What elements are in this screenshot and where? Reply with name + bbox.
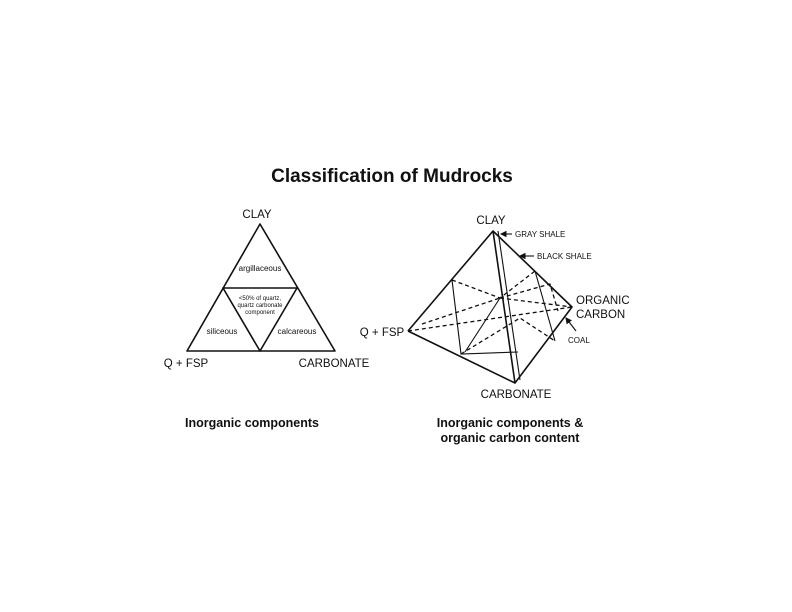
field-center-line-2: quartz carbonate xyxy=(237,303,283,309)
ternary-caption: Inorganic components xyxy=(185,416,319,430)
shale-hidden-lower xyxy=(460,317,556,355)
edge-hidden-qfsp-organic xyxy=(407,306,573,332)
label-gray-shale: GRAY SHALE xyxy=(515,230,565,239)
shale-hidden-right xyxy=(499,283,559,312)
figure-title: Classification of Mudrocks xyxy=(271,166,513,187)
tetra-apex-carbonate: CARBONATE xyxy=(481,389,552,401)
field-calcareous: calcareous xyxy=(278,327,317,336)
tetra-apex-clay: CLAY xyxy=(476,215,506,227)
field-siliceous: siliceous xyxy=(207,327,238,336)
coal-arrow xyxy=(565,317,577,332)
label-coal: COAL xyxy=(568,336,590,345)
tetra-apex-organic-line-2: CARBON xyxy=(576,309,625,321)
tetra-apex-qfsp: Q + FSP xyxy=(360,327,405,339)
ternary-apex-clay: CLAY xyxy=(242,209,272,221)
shale-hidden-top xyxy=(451,270,536,299)
tetra-caption-line-1: Inorganic components & xyxy=(437,416,584,430)
ternary-apex-qfsp: Q + FSP xyxy=(164,358,209,370)
edge-clay-carbonate xyxy=(492,230,516,384)
tetrahedron-diagram: CLAY Q + FSP CARBONATE ORGANIC CARBON GR… xyxy=(360,215,630,445)
field-argillaceous: argillaceous xyxy=(239,264,282,273)
label-black-shale: BLACK SHALE xyxy=(537,252,592,261)
shale-hidden-organic xyxy=(499,297,573,308)
ternary-diagram: CLAY Q + FSP CARBONATE argillaceous <50%… xyxy=(164,209,370,430)
field-center-line-3: component xyxy=(245,310,275,316)
field-center-line-1: <50% of quartz, xyxy=(239,296,282,302)
ternary-apex-carbonate: CARBONATE xyxy=(299,358,370,370)
black-shale-plane-right xyxy=(534,270,556,342)
gray-shale-plane-edge xyxy=(497,230,521,381)
ternary-inner-triangle xyxy=(222,287,298,352)
tetra-caption-line-2: organic carbon content xyxy=(441,431,581,445)
tetra-apex-organic-line-1: ORGANIC xyxy=(576,295,630,307)
shale-front-diagonal xyxy=(464,297,501,353)
